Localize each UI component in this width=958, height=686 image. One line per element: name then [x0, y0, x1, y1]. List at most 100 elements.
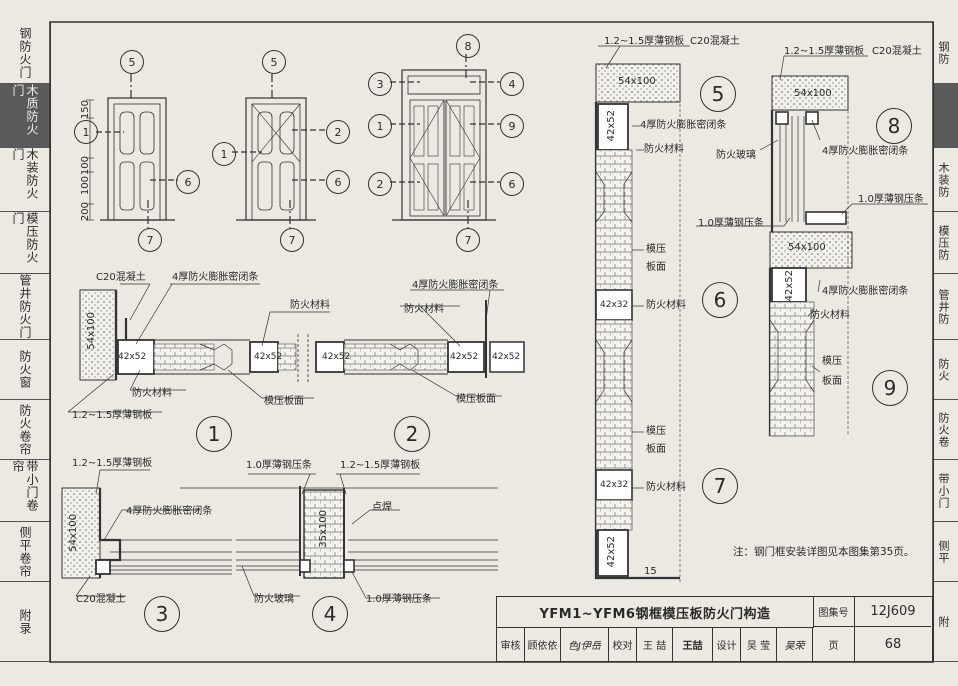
d3-c20-label: C20混凝土 — [76, 594, 126, 605]
d1-plate-label: 1.2~1.5厚薄钢板 — [72, 410, 153, 421]
left-tab-9[interactable]: 侧平卷帘 — [0, 522, 50, 582]
d4-plate-label: 1.2~1.5厚薄钢板 — [340, 460, 421, 471]
left-tab-2[interactable]: 木质防火门 — [0, 84, 50, 148]
left-tab-label: 木质防火门 — [11, 84, 39, 136]
d3-plate-label: 1.2~1.5厚薄钢板 — [72, 458, 153, 469]
right-tab-2[interactable] — [934, 84, 958, 148]
d7-gap: 15 — [644, 566, 657, 577]
d4-glass-label: 防火玻璃 — [254, 594, 294, 605]
d6-mid-size: 42x32 — [600, 300, 629, 310]
d9-strip-label: 4厚防火膨胀密闭条 — [822, 286, 909, 297]
left-tab-label: 防火卷帘 — [18, 403, 32, 456]
right-tab-1[interactable]: 钢防 — [934, 22, 958, 84]
detail-5-number: 5 — [700, 76, 736, 112]
check-signature: 王喆 — [673, 627, 713, 661]
right-tab-label: 模压防 — [937, 224, 950, 261]
left-tab-6[interactable]: 防火窗 — [0, 340, 50, 400]
d7-frame-size: 42x52 — [606, 536, 617, 568]
left-tab-3[interactable]: 木装防火门 — [0, 148, 50, 212]
right-tab-6[interactable]: 防火 — [934, 340, 958, 400]
door-elevation-c — [390, 54, 500, 232]
marker-b-1: 1 — [212, 142, 236, 166]
page-label: 页 — [813, 627, 855, 661]
marker-a-6: 6 — [176, 170, 200, 194]
marker-c-2: 2 — [368, 172, 392, 196]
right-tab-10[interactable]: 附 — [934, 582, 958, 662]
marker-a-5: 5 — [120, 50, 144, 74]
d1-fire-bottom-label: 防火材料 — [132, 388, 172, 399]
atlas-label: 图集号 — [813, 597, 855, 627]
d5-section-size: 54x100 — [618, 76, 656, 87]
right-tab-label: 侧平 — [937, 539, 950, 564]
d8-c20-label: C20混凝土 — [872, 46, 922, 57]
d2-size2: 42x52 — [492, 352, 521, 362]
right-tab-8[interactable]: 带小门 — [934, 460, 958, 522]
detail-2-section — [307, 300, 525, 382]
d4-weld-label: 点焊 — [372, 502, 392, 513]
d8-strip-label: 4厚防火膨胀密闭条 — [822, 146, 909, 157]
design-name: 吴 莹 — [741, 627, 777, 661]
left-tab-5[interactable]: 管井防火门 — [0, 274, 50, 340]
right-tab-9[interactable]: 侧平 — [934, 522, 958, 582]
right-tab-4[interactable]: 模压防 — [934, 212, 958, 274]
left-tab-4[interactable]: 模压防火门 — [0, 212, 50, 274]
d1-c20-label: C20混凝土 — [96, 272, 146, 283]
atlas-number: 12J609 — [855, 597, 931, 627]
d4-press-top-label: 1.0厚薄钢压条 — [246, 460, 312, 471]
d3-section-size: 54x100 — [68, 514, 79, 552]
d8-section-size: 54x100 — [794, 88, 832, 99]
marker-a-7: 7 — [138, 228, 162, 252]
d5-strip-label: 4厚防火膨胀密闭条 — [640, 120, 727, 131]
design-label: 设计 — [713, 627, 741, 661]
d9-fire-label: 防火材料 — [810, 310, 850, 321]
left-tab-label: 木装防火门 — [11, 148, 39, 200]
d6-panel-2: 板面 — [646, 444, 666, 455]
d4-section-size: 35x100 — [318, 510, 329, 548]
d9-panel-1: 模压 — [822, 356, 842, 367]
drawing-title: YFM1~YFM6钢框模压板防火门构造 — [497, 597, 814, 628]
detail-2-number: 2 — [394, 416, 430, 452]
right-tab-label: 防火卷 — [937, 411, 950, 448]
detail-9-number: 9 — [872, 370, 908, 406]
left-tab-8[interactable]: 带小门卷帘 — [0, 460, 50, 522]
door-elevation-a — [86, 74, 178, 232]
detail-1-section — [79, 289, 299, 382]
right-tab-label: 木装防 — [937, 161, 950, 198]
marker-b-7: 7 — [280, 228, 304, 252]
marker-c-1: 1 — [368, 114, 392, 138]
detail-7-number: 7 — [702, 468, 738, 504]
right-tab-label: 附 — [937, 615, 950, 628]
d1-fire-top-label: 防火材料 — [290, 300, 330, 311]
d4-press-bottom-label: 1.0厚薄钢压条 — [366, 594, 432, 605]
d8-press-label: 1.0厚薄钢压条 — [858, 194, 924, 205]
drawing-note: 注：钢门框安装详图见本图集第35页。 — [733, 546, 915, 558]
dim-100-b: 100 — [80, 176, 91, 196]
d7-mid-size: 42x32 — [600, 480, 629, 490]
left-tab-7[interactable]: 防火卷帘 — [0, 400, 50, 460]
right-tab-3[interactable]: 木装防 — [934, 148, 958, 212]
detail-3-section — [61, 487, 232, 579]
left-tab-1[interactable]: 钢防火门 — [0, 22, 50, 84]
left-tab-label: 模压防火门 — [11, 212, 39, 264]
d5-panel-1: 模压 — [646, 244, 666, 255]
d5-c20-label: C20混凝土 — [690, 36, 740, 47]
left-tab-label: 防火窗 — [18, 350, 32, 389]
d3-strip-label: 4厚防火膨胀密闭条 — [126, 506, 213, 517]
d6-panel-1: 模压 — [646, 426, 666, 437]
right-tab-7[interactable]: 防火卷 — [934, 400, 958, 460]
marker-c-6: 6 — [500, 172, 524, 196]
d9-panel-2: 板面 — [822, 376, 842, 387]
marker-c-4: 4 — [500, 72, 524, 96]
d9-section-size: 54x100 — [788, 242, 826, 253]
review-label: 审核 — [497, 627, 525, 661]
marker-c-7: 7 — [456, 228, 480, 252]
d5-panel-2: 板面 — [646, 262, 666, 273]
left-tab-10[interactable]: 附录 — [0, 582, 50, 662]
marker-c-9: 9 — [500, 114, 524, 138]
left-tab-label: 侧平卷帘 — [18, 525, 32, 578]
right-tab-5[interactable]: 管井防 — [934, 274, 958, 340]
d1-panel-label: 模压板面 — [264, 396, 304, 407]
left-category-tabs: 钢防火门木质防火门木装防火门模压防火门管井防火门防火窗防火卷帘带小门卷帘侧平卷帘… — [0, 22, 51, 662]
d8-plate-label: 1.2~1.5厚薄钢板 — [784, 46, 865, 57]
